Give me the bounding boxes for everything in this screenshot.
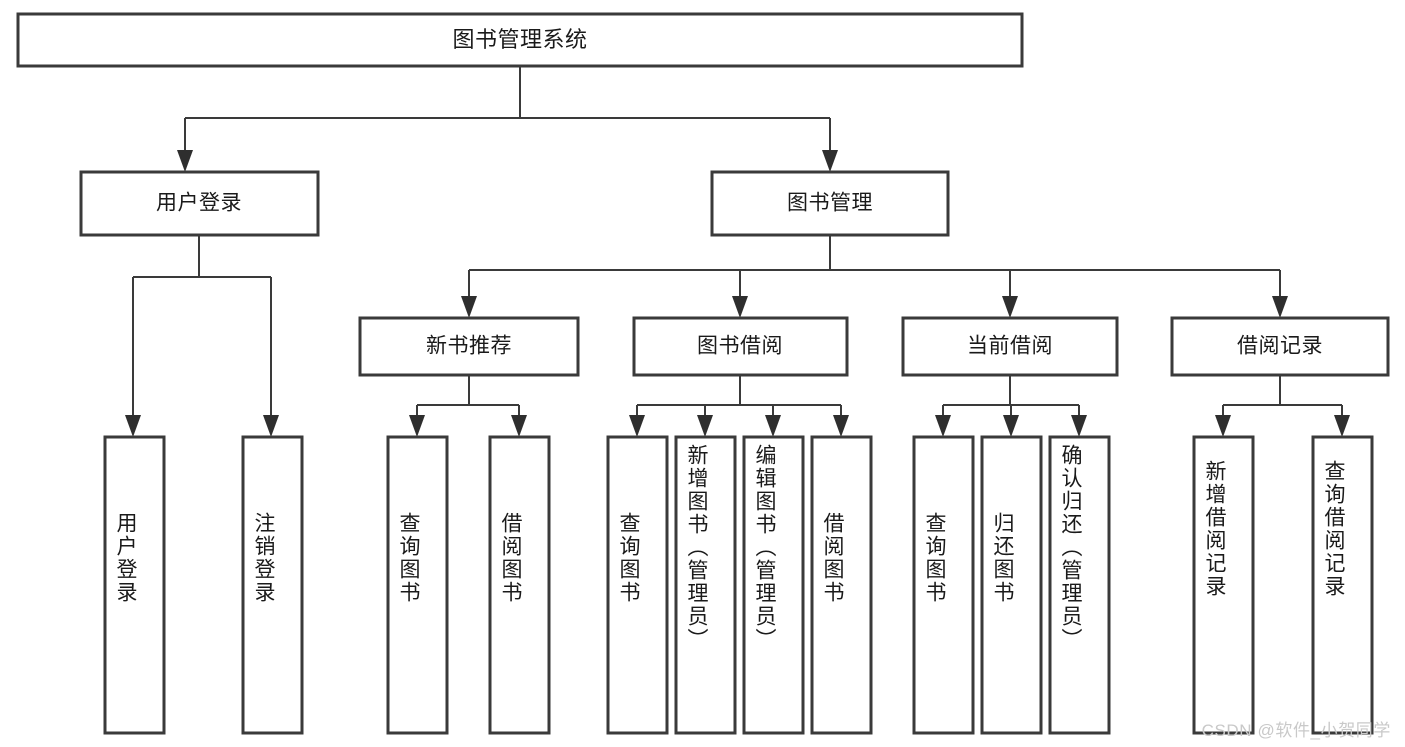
node-new-book-recommend-label: 新书推荐 bbox=[426, 335, 512, 358]
leaf-node-book-borrow-query[interactable] bbox=[606, 435, 669, 735]
node-user-login-label: 用户登录 bbox=[156, 192, 242, 215]
leaf-node-new-book-borrow[interactable] bbox=[488, 435, 551, 735]
leaf-node-user-login-login[interactable] bbox=[103, 435, 166, 735]
connector-group-book-borrow bbox=[629, 375, 849, 437]
node-book-borrow-label: 图书借阅 bbox=[697, 335, 783, 358]
connector-group-root bbox=[177, 66, 838, 172]
node-root-label: 图书管理系统 bbox=[452, 27, 587, 52]
node-book-borrow[interactable]: 图书借阅 bbox=[632, 316, 849, 377]
node-book-management[interactable]: 图书管理 bbox=[710, 170, 950, 237]
node-borrow-record-label: 借阅记录 bbox=[1237, 335, 1323, 358]
leaf-node-user-login-logout[interactable] bbox=[241, 435, 304, 735]
node-current-borrow[interactable]: 当前借阅 bbox=[901, 316, 1119, 377]
connector-group-new-book bbox=[409, 375, 527, 437]
node-new-book-recommend[interactable]: 新书推荐 bbox=[358, 316, 580, 377]
leaf-node-current-borrow-return[interactable] bbox=[980, 435, 1043, 735]
leaf-node-borrow-record-add[interactable] bbox=[1192, 435, 1255, 735]
leaf-node-borrow-record-query[interactable] bbox=[1311, 435, 1374, 735]
leaf-node-book-borrow-borrow[interactable] bbox=[810, 435, 873, 735]
connector-group-user-login bbox=[125, 235, 279, 437]
connector-group-book-management bbox=[461, 235, 1288, 318]
leaf-node-new-book-query[interactable] bbox=[386, 435, 449, 735]
leaf-node-book-borrow-edit[interactable] bbox=[742, 435, 805, 735]
leaf-node-current-borrow-query[interactable] bbox=[912, 435, 975, 735]
node-borrow-record[interactable]: 借阅记录 bbox=[1170, 316, 1390, 377]
node-book-management-label: 图书管理 bbox=[787, 192, 873, 215]
node-root[interactable]: 图书管理系统 bbox=[16, 12, 1024, 68]
node-user-login[interactable]: 用户登录 bbox=[79, 170, 320, 237]
leaf-node-book-borrow-add[interactable] bbox=[674, 435, 737, 735]
connector-group-borrow-record bbox=[1215, 375, 1350, 437]
node-current-borrow-label: 当前借阅 bbox=[967, 335, 1053, 358]
leaf-node-current-borrow-confirm[interactable] bbox=[1048, 435, 1111, 735]
connector-group-current-borrow bbox=[935, 375, 1087, 437]
